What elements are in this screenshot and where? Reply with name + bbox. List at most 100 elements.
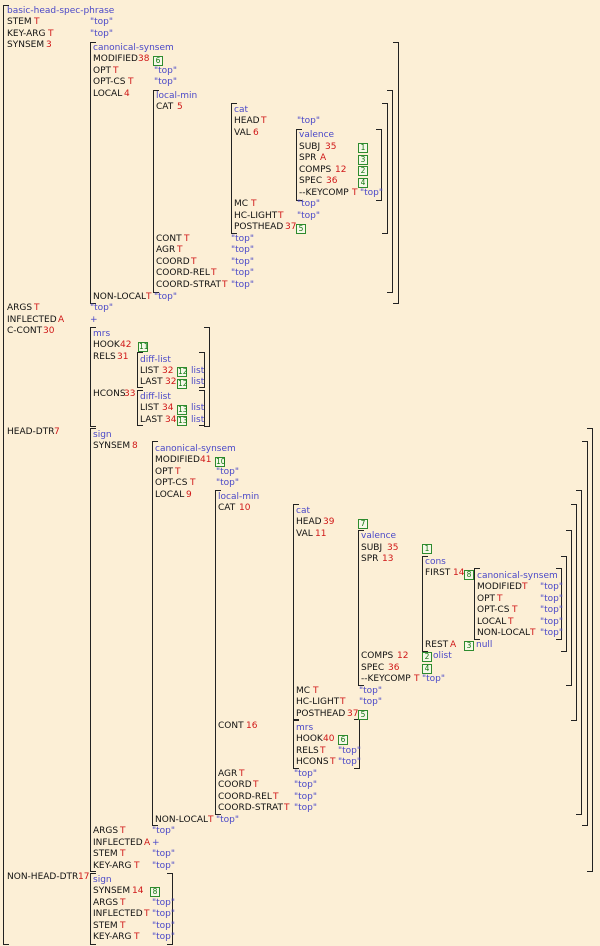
avm-bracket-left (474, 568, 480, 640)
feature-name: INFLECTED (7, 315, 57, 325)
feature-name: LIST (140, 366, 159, 376)
feature-value: "top" (152, 898, 176, 908)
feature-tag: 35 (387, 543, 399, 553)
feature-name: HEAD (296, 517, 322, 527)
feature-value: "top" (540, 605, 564, 615)
type-name[interactable]: local-min (218, 492, 260, 502)
coref-tag[interactable]: 1 (358, 143, 368, 153)
feature-name: C-CONT (7, 326, 43, 336)
feature-tag: 7 (54, 427, 60, 437)
feature-value: "top" (359, 686, 383, 696)
feature-value: "top" (90, 17, 114, 27)
feature-name: SYNSEM (7, 40, 45, 50)
feature-tag: 36 (388, 663, 400, 673)
feature-value: + (90, 315, 98, 325)
feature-name: AGR (156, 245, 176, 255)
type-name[interactable]: valence (361, 531, 397, 541)
feature-name: --KEYCOMP (361, 674, 411, 684)
coref-tag[interactable]: 13 (177, 416, 188, 426)
feature-name: KEY-ARG (93, 932, 132, 942)
coref-tag[interactable]: 3 (358, 155, 368, 165)
feature-name: MODIFIED (93, 54, 138, 64)
avm-bracket-left (90, 327, 96, 427)
feature-name: HOOK (93, 340, 120, 350)
feature-tag: 40 (323, 734, 335, 744)
feature-name: OPT-CS (477, 605, 510, 615)
feature-tag: T (278, 211, 284, 221)
feature-tag: 3 (46, 40, 52, 50)
coref-tag[interactable]: 8 (150, 887, 160, 897)
feature-name: STEM (93, 921, 118, 931)
coref-tag[interactable]: 10 (215, 457, 226, 467)
type-name[interactable]: valence (299, 130, 335, 140)
coref-tag[interactable]: 2 (422, 652, 432, 662)
feature-value: list (191, 403, 205, 413)
type-name[interactable]: diff-list (140, 392, 171, 402)
feature-name: SPEC (299, 176, 323, 186)
coref-tag[interactable]: 6 (338, 735, 348, 745)
feature-name: --KEYCOMP (299, 188, 349, 198)
feature-tag: 37 (285, 222, 297, 232)
coref-tag[interactable]: 7 (358, 519, 368, 529)
feature-tag: 5 (177, 102, 183, 112)
coref-tag[interactable]: 4 (358, 178, 368, 188)
feature-name: COMPS (361, 651, 394, 661)
feature-tag: T (120, 898, 126, 908)
feature-value: "top" (154, 292, 178, 302)
coref-tag[interactable]: 3 (464, 641, 474, 651)
feature-tag: 31 (117, 352, 129, 362)
feature-name: HEAD-DTR (7, 427, 55, 437)
type-name[interactable]: canonical-synsem (477, 571, 558, 581)
feature-name: OPT-CS (155, 478, 188, 488)
type-name[interactable]: diff-list (140, 355, 171, 365)
type-name[interactable]: cons (425, 557, 446, 567)
feature-value: "top" (359, 697, 383, 707)
feature-tag: 33 (124, 389, 136, 399)
coref-tag[interactable]: 4 (422, 664, 432, 674)
feature-name: SPR (299, 153, 317, 163)
avm-bracket-right (199, 352, 205, 388)
coref-tag[interactable]: 1 (422, 544, 432, 554)
type-name[interactable]: mrs (93, 329, 111, 339)
type-name[interactable]: mrs (296, 723, 314, 733)
feature-tag: A (58, 315, 65, 325)
avm-bracket-right (576, 490, 582, 815)
feature-value: "top" (152, 909, 176, 919)
coref-tag[interactable]: 6 (153, 56, 163, 66)
feature-tag: 30 (43, 326, 55, 336)
type-name[interactable]: sign (93, 875, 112, 885)
avm-bracket-left (137, 390, 143, 426)
coref-tag[interactable]: 11 (138, 342, 149, 352)
avm-bracket-right (354, 719, 360, 769)
type-name[interactable]: basic-head-spec-phrase (7, 6, 115, 16)
feature-tag: T (497, 594, 503, 604)
coref-tag[interactable]: 2 (358, 166, 368, 176)
feature-value: "top" (152, 826, 176, 836)
feature-name: MODIFIED (477, 582, 522, 592)
feature-tag: T (208, 815, 214, 825)
coref-tag[interactable]: 5 (296, 224, 306, 234)
feature-tag: T (512, 605, 518, 615)
feature-name: POSTHEAD (296, 709, 346, 719)
type-name[interactable]: sign (93, 430, 112, 440)
feature-name: STEM (7, 17, 32, 27)
coref-tag[interactable]: 13 (177, 405, 188, 415)
type-name[interactable]: canonical-synsem (93, 43, 174, 53)
type-name[interactable]: cat (234, 105, 248, 115)
feature-tag: T (120, 849, 126, 859)
feature-value: "top" (231, 268, 255, 278)
feature-name: OPT (477, 594, 496, 604)
feature-name: LAST (140, 377, 163, 387)
coref-tag[interactable]: 12 (177, 379, 188, 389)
feature-tag: 38 (138, 54, 150, 64)
feature-name: VAL (234, 128, 251, 138)
coref-tag[interactable]: 5 (358, 710, 368, 720)
type-name[interactable]: local-min (156, 91, 198, 101)
type-name[interactable]: cat (296, 506, 310, 516)
type-name[interactable]: canonical-synsem (155, 444, 236, 454)
coref-tag[interactable]: 12 (177, 367, 188, 377)
feature-value: "top" (294, 792, 318, 802)
feature-tag: T (340, 697, 346, 707)
feature-name: NON-HEAD-DTR (7, 872, 79, 882)
coref-tag[interactable]: 8 (464, 570, 474, 580)
